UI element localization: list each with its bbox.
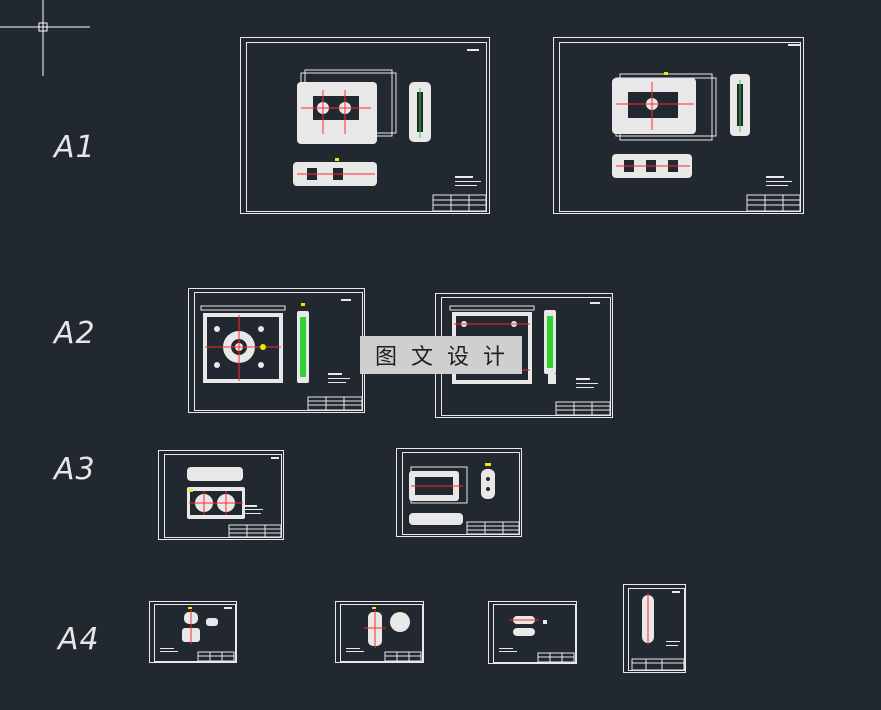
drawing-sheet-a2-1[interactable] [188, 288, 365, 413]
watermark-label: 图文设计 [360, 336, 522, 374]
drawing-sheet-a3-2[interactable] [396, 448, 522, 537]
drawing-sheet-a1-2[interactable] [553, 37, 804, 214]
label-a1: A1 [54, 130, 96, 165]
drawing-sheet-a1-1[interactable] [240, 37, 490, 214]
drawing-sheet-a3-1[interactable] [158, 450, 284, 540]
label-a4: A4 [58, 622, 100, 657]
label-a2: A2 [54, 316, 96, 351]
drawing-sheet-a4-4[interactable] [623, 584, 686, 673]
drawing-sheet-a4-2[interactable] [335, 601, 424, 663]
drawing-sheet-a4-1[interactable] [149, 601, 237, 663]
label-a3: A3 [54, 452, 96, 487]
drawing-sheet-a4-3[interactable] [488, 601, 577, 664]
